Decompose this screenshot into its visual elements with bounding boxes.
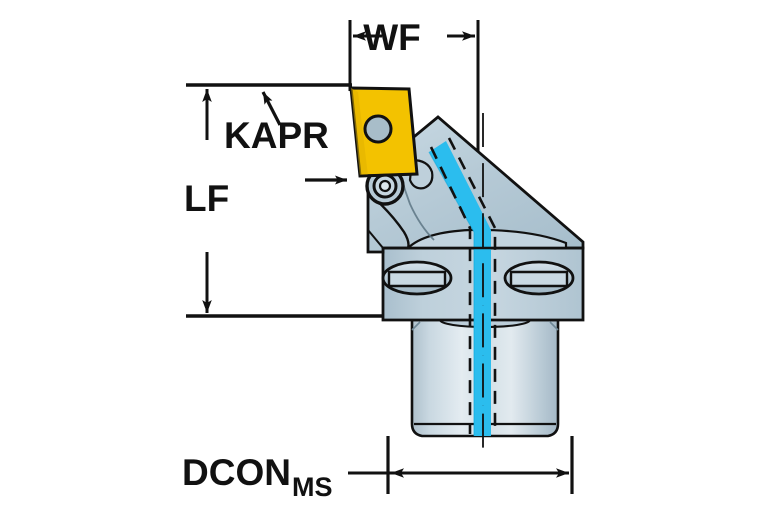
insert-pocket-wall — [371, 195, 410, 249]
hidden-line-bore-right — [447, 137, 497, 434]
screw-slot-right-groove — [509, 270, 569, 288]
dcon-sublabel: MS — [292, 472, 333, 502]
coupling-shank-top-chamfer — [411, 321, 559, 331]
hidden-line-bore-left — [429, 146, 472, 434]
cutting-insert-left-facet — [351, 88, 368, 176]
dimension-wf: WF — [348, 17, 480, 160]
insert-seat-edge — [359, 172, 418, 178]
clamp-screw-slot-right — [503, 260, 575, 296]
dcon-label: DCON — [182, 452, 291, 493]
cutting-insert — [349, 86, 419, 178]
kapr-label: KAPR — [224, 115, 329, 156]
insert-center-hole — [363, 114, 393, 144]
dimension-kapr: KAPR — [224, 91, 347, 185]
dimension-dcon-ms: DCON MS — [182, 436, 574, 502]
kapr-leader-arrow-up — [261, 91, 282, 126]
clamp-screw-slot-left — [381, 260, 453, 296]
dimension-lf: LF — [184, 83, 415, 318]
hidden-lines — [429, 137, 497, 434]
coolant-channel-upper-diagonal — [429, 141, 491, 252]
clamp-screw-inner-hole — [378, 179, 392, 193]
coolant-channel-edge-left — [428, 151, 475, 436]
wf-label: WF — [363, 17, 421, 58]
lf-label: LF — [184, 178, 229, 219]
head-left-flank — [367, 229, 384, 249]
screw-slot-left-groove — [387, 270, 447, 288]
